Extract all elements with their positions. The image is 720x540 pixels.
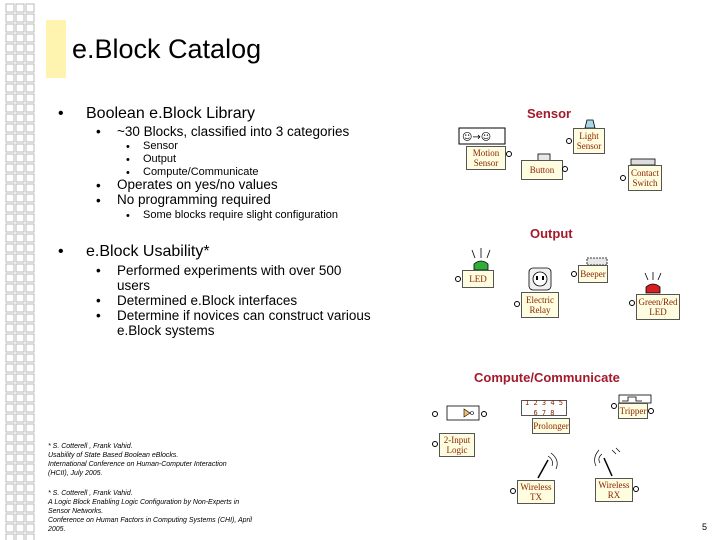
output-port bbox=[566, 138, 572, 144]
bullet-yes-no: Operates on yes/no values bbox=[117, 177, 278, 192]
bullet-no-programming: No programming required bbox=[117, 192, 271, 207]
beeper-block: Beeper bbox=[578, 265, 608, 283]
prolonger-block: Prolonger bbox=[532, 418, 570, 434]
bullet-marker: • bbox=[126, 167, 130, 179]
output-header: Output bbox=[530, 226, 573, 241]
bullet-marker: • bbox=[58, 105, 64, 122]
bullet-marker: • bbox=[126, 210, 130, 222]
antenna-icon bbox=[594, 447, 621, 477]
footnote-logic-block: * S. Cotterell , Frank Vahid. A Logic Bl… bbox=[48, 490, 252, 533]
page-number: 5 bbox=[702, 522, 708, 532]
output-port bbox=[633, 486, 639, 492]
output-port bbox=[562, 166, 568, 172]
motion-icon: ☺→☺ bbox=[458, 127, 506, 145]
tripper-block: Tripper bbox=[618, 403, 648, 419]
output-port bbox=[648, 408, 654, 414]
bullet-output: Output bbox=[143, 153, 177, 165]
outlet-icon bbox=[528, 267, 552, 291]
bullet-configuration: Some blocks require slight configuration bbox=[143, 209, 339, 221]
sensor-header: Sensor bbox=[527, 106, 572, 121]
input-port bbox=[455, 276, 461, 282]
led-block: LED bbox=[462, 270, 494, 288]
bullet-experiments-2: users bbox=[117, 278, 151, 293]
bullet-marker: • bbox=[96, 293, 101, 308]
bullet-marker: • bbox=[58, 243, 64, 260]
bullet-interfaces: Determined e.Block interfaces bbox=[117, 293, 298, 308]
antenna-icon bbox=[537, 452, 558, 479]
input-port bbox=[432, 411, 438, 417]
bullet-marker: • bbox=[96, 178, 101, 193]
bullet-30-blocks: ~30 Blocks, classified into 3 categories bbox=[117, 124, 350, 139]
bullet-marker: • bbox=[126, 141, 130, 153]
bullet-usability: e.Block Usability* bbox=[86, 243, 210, 260]
led-icon bbox=[471, 248, 491, 271]
input-port bbox=[432, 441, 438, 447]
bullet-novices-2: e.Block systems bbox=[117, 323, 215, 338]
bullet-novices-1: Determine if novices can construct vario… bbox=[117, 308, 371, 323]
input-port bbox=[510, 488, 516, 494]
input-port bbox=[514, 301, 520, 307]
output-port bbox=[506, 151, 512, 157]
output-port bbox=[620, 175, 626, 181]
bullet-sensor: Sensor bbox=[143, 140, 178, 152]
decorative-border bbox=[5, 3, 35, 540]
bullet-marker: • bbox=[96, 193, 101, 208]
input-port bbox=[629, 300, 635, 306]
compute-header: Compute/Communicate bbox=[474, 370, 620, 385]
output-port bbox=[481, 411, 487, 417]
bullet-marker: • bbox=[126, 154, 130, 166]
svg-text:☺→☺: ☺→☺ bbox=[462, 132, 491, 143]
title-accent-bar bbox=[46, 20, 66, 78]
bullet-marker: • bbox=[96, 308, 101, 323]
footnote-usability: * S. Cotterell , Frank Vahid. Usability … bbox=[48, 443, 227, 477]
logic-gate-icon bbox=[446, 405, 480, 421]
bullet-compute: Compute/Communicate bbox=[143, 166, 259, 178]
bullet-marker: • bbox=[96, 263, 101, 278]
button-block: Button bbox=[521, 160, 563, 180]
slide-title: e.Block Catalog bbox=[72, 34, 262, 64]
dip-switch: 1 2 3 4 5 6 7 8 bbox=[521, 399, 567, 417]
bullet-boolean-library: Boolean e.Block Library bbox=[86, 105, 255, 122]
red-led-icon bbox=[644, 272, 662, 294]
input-port bbox=[571, 271, 577, 277]
bullet-experiments-1: Performed experiments with over 500 bbox=[117, 263, 342, 278]
input-port bbox=[611, 403, 617, 409]
bullet-marker: • bbox=[96, 124, 101, 139]
